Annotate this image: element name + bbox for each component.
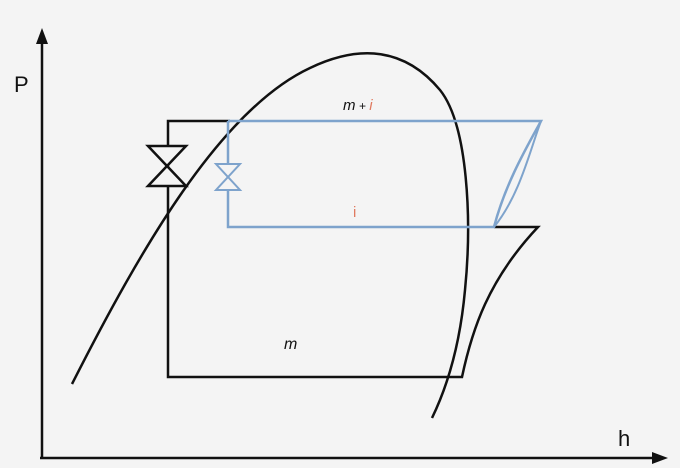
injection-loop-inner-edge: [493, 120, 542, 228]
injection-expansion-valve-icon: [213, 163, 243, 191]
combined-flow-label: m + i: [343, 97, 373, 114]
injection-flow-label: i: [353, 204, 356, 221]
main-expansion-valve-icon: [145, 144, 189, 188]
saturation-dome: [70, 52, 470, 419]
x-axis-label: h: [618, 426, 630, 451]
combined-flow-plus: +: [356, 99, 370, 113]
x-axis-arrow-icon: [652, 452, 668, 464]
combined-flow-i: i: [369, 97, 373, 114]
combined-flow-m: m: [343, 97, 356, 114]
main-cycle-loop: [166, 119, 541, 379]
y-axis-arrow-icon: [36, 28, 48, 44]
y-axis-label: P: [14, 72, 29, 97]
injection-loop: [226, 119, 544, 229]
main-flow-label: m: [284, 336, 297, 353]
